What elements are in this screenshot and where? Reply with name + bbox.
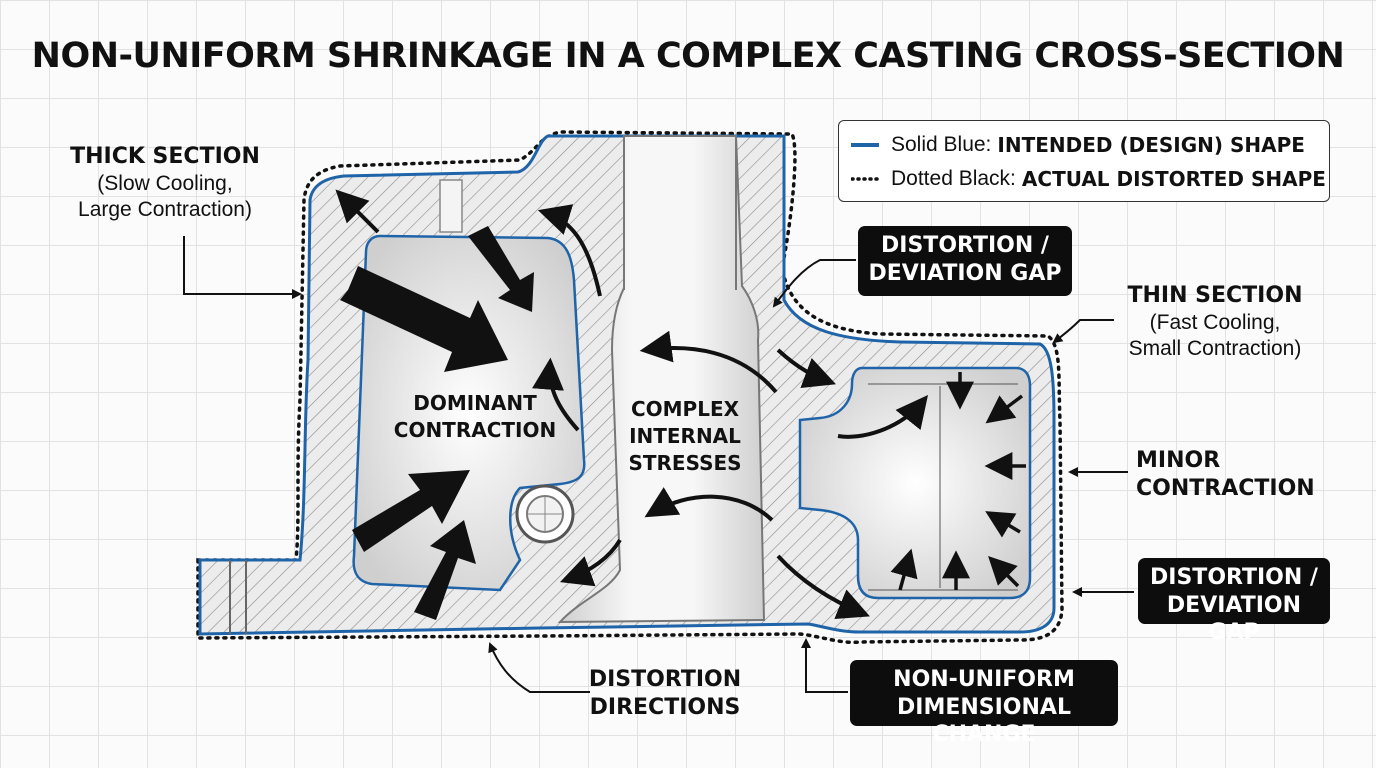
thin-section-label: THIN SECTION (Fast Cooling, Small Contra…: [1100, 282, 1330, 362]
actual-shape-outline: [196, 130, 1064, 645]
distortion-directions-line2: DIRECTIONS: [589, 694, 741, 720]
deviation-gap-top-line1: DISTORTION /: [881, 233, 1049, 258]
legend: Solid Blue: INTENDED (DESIGN) SHAPE Dott…: [838, 120, 1330, 202]
legend-dotted-label: ACTUAL DISTORTED SHAPE: [1021, 167, 1326, 191]
distortion-directions-line1: DISTORTION: [588, 667, 742, 692]
dimensional-change-callout: NON-UNIFORM DIMENSIONAL CHANGE: [850, 660, 1118, 747]
dominant-contraction-label: DOMINANT CONTRACTION: [385, 390, 565, 444]
thin-section-heading: THIN SECTION: [1127, 283, 1303, 308]
legend-solid-label: INTENDED (DESIGN) SHAPE: [997, 133, 1305, 157]
dotted-line-swatch: [851, 177, 879, 181]
central-bore: [557, 135, 766, 624]
minor-contraction-label: MINOR CONTRACTION: [1136, 447, 1315, 502]
thick-section-heading: THICK SECTION: [70, 144, 260, 169]
internal-stress-arrows: [335, 189, 929, 620]
deviation-gap-right-line1: DISTORTION /: [1150, 565, 1318, 590]
complex-stresses-label: COMPLEX INTERNAL STRESSES: [600, 396, 770, 477]
legend-dotted: Dotted Black: ACTUAL DISTORTED SHAPE: [851, 166, 1326, 192]
deviation-gap-callout-top: DISTORTION / DEVIATION GAP: [858, 226, 1072, 296]
dimensional-change-line1: NON-UNIFORM: [893, 667, 1075, 692]
solid-line-swatch: [851, 143, 879, 147]
dominant-contraction-line2: CONTRACTION: [393, 418, 557, 442]
minor-contraction-line2: CONTRACTION: [1136, 475, 1315, 501]
thin-section-line1: (Fast Cooling,: [1149, 310, 1281, 334]
thick-section-label: THICK SECTION (Slow Cooling, Large Contr…: [50, 143, 280, 223]
complex-stresses-line2: INTERNAL: [629, 424, 741, 448]
dimensional-change-line2: DIMENSIONAL CHANGE: [897, 694, 1071, 748]
complex-stresses-line1: COMPLEX: [630, 397, 740, 421]
deviation-gap-callout-right: DISTORTION / DEVIATION GAP: [1138, 558, 1330, 645]
leader-lines: [183, 236, 1134, 693]
thick-section-line1: (Slow Cooling,: [97, 171, 233, 195]
right-cavity: [798, 366, 1032, 600]
legend-solid-prefix: Solid Blue:: [891, 133, 992, 156]
minor-contraction-arrows: [890, 372, 1026, 591]
deviation-gap-top-line2: DEVIATION GAP: [868, 260, 1062, 286]
thin-section-line2: Small Contraction): [1128, 336, 1302, 360]
legend-dotted-prefix: Dotted Black:: [891, 167, 1016, 190]
legend-solid: Solid Blue: INTENDED (DESIGN) SHAPE: [851, 132, 1305, 158]
minor-contraction-line1: MINOR: [1136, 448, 1221, 473]
complex-stresses-line3: STRESSES: [628, 451, 742, 475]
dominant-contraction-line1: DOMINANT: [413, 391, 537, 415]
dominant-contraction-arrows: [340, 226, 534, 620]
page-title: NON-UNIFORM SHRINKAGE IN A COMPLEX CASTI…: [31, 36, 1345, 76]
thick-section-line2: Large Contraction): [78, 197, 252, 221]
distortion-directions-label: DISTORTION DIRECTIONS: [580, 666, 750, 721]
deviation-gap-right-line2: DEVIATION GAP: [1166, 592, 1302, 646]
